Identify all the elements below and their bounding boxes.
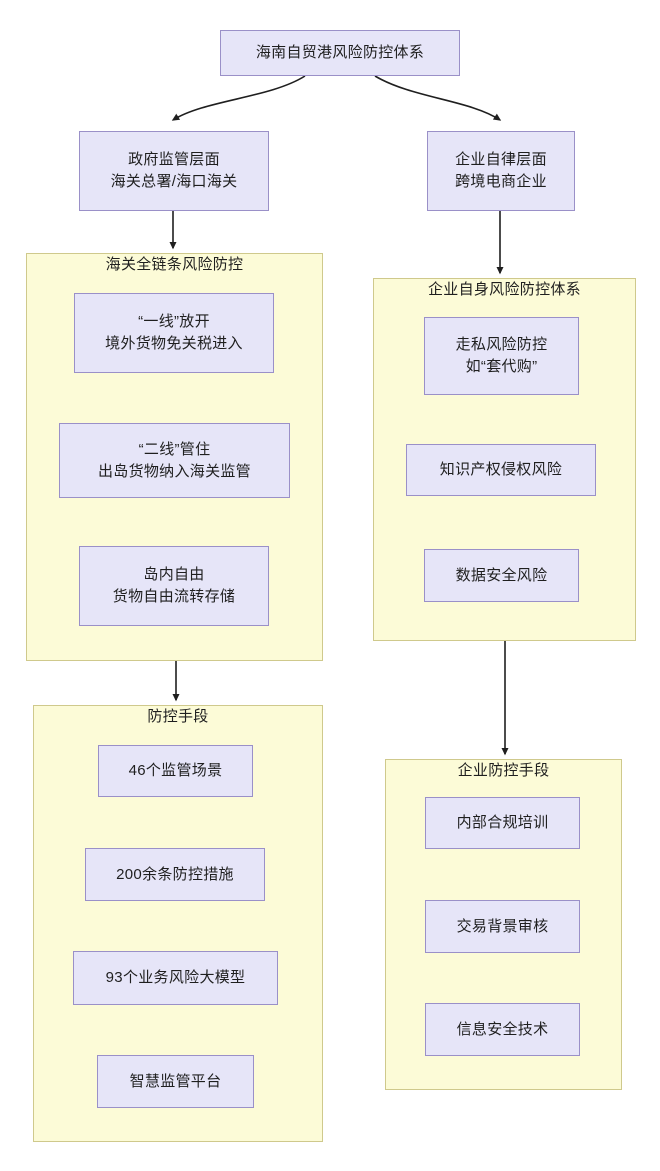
node-government-layer[interactable]: 政府监管层面 海关总署/海口海关: [79, 131, 269, 211]
node-first-line-open-line1: “一线”放开: [138, 313, 210, 331]
node-smuggling-risk[interactable]: 走私风险防控 如“套代购”: [424, 317, 579, 395]
group-enterprise-risk-system-title: 企业自身风险防控体系: [427, 281, 581, 298]
node-first-line-open[interactable]: “一线”放开 境外货物免关税进入: [74, 293, 274, 373]
node-enterprise-layer[interactable]: 企业自律层面 跨境电商企业: [427, 131, 575, 211]
node-ip-infringement-risk[interactable]: 知识产权侵权风险: [406, 444, 596, 496]
node-smart-regulatory-platform-label: 智慧监管平台: [129, 1072, 222, 1090]
node-island-free-line1: 岛内自由: [143, 566, 205, 584]
node-smuggling-risk-line1: 走私风险防控: [455, 336, 548, 354]
node-internal-compliance-training[interactable]: 内部合规培训: [425, 797, 580, 849]
node-46-scenarios-label: 46个监管场景: [128, 762, 223, 780]
node-root-label: 海南自贸港风险防控体系: [255, 44, 425, 62]
edge-root-to-enterprise: [374, 75, 502, 121]
node-data-security-risk-label: 数据安全风险: [455, 566, 548, 584]
node-smart-regulatory-platform[interactable]: 智慧监管平台: [97, 1055, 254, 1108]
node-information-security-technology[interactable]: 信息安全技术: [425, 1003, 580, 1056]
node-second-line-control-line1: “二线”管住: [138, 440, 211, 458]
node-200-measures[interactable]: 200余条防控措施: [85, 848, 265, 901]
node-second-line-control[interactable]: “二线”管住 出岛货物纳入海关监管: [59, 423, 290, 498]
node-island-free[interactable]: 岛内自由 货物自由流转存储: [79, 546, 269, 626]
node-enterprise-line1: 企业自律层面: [455, 151, 547, 169]
group-control-measures-title: 防控手段: [147, 708, 209, 725]
node-transaction-background-review[interactable]: 交易背景审核: [425, 900, 580, 953]
node-enterprise-line2: 跨境电商企业: [455, 173, 547, 190]
node-root[interactable]: 海南自贸港风险防控体系: [220, 30, 460, 76]
node-93-risk-models[interactable]: 93个业务风险大模型: [73, 951, 278, 1005]
node-first-line-open-line2: 境外货物免关税进入: [105, 335, 243, 352]
node-smuggling-risk-line2: 如“套代购”: [465, 358, 538, 375]
node-second-line-control-line2: 出岛货物纳入海关监管: [97, 462, 251, 480]
node-46-scenarios[interactable]: 46个监管场景: [98, 745, 253, 797]
node-200-measures-label: 200余条防控措施: [116, 865, 234, 883]
group-enterprise-measures-title: 企业防控手段: [457, 762, 550, 779]
node-data-security-risk[interactable]: 数据安全风险: [424, 549, 579, 602]
node-government-line2: 海关总署/海口海关: [110, 173, 238, 190]
node-ip-infringement-risk-label: 知识产权侵权风险: [439, 461, 563, 479]
edge-root-to-government: [171, 75, 306, 121]
node-internal-compliance-training-label: 内部合规培训: [456, 814, 549, 832]
group-customs-chain-title: 海关全链条风险防控: [105, 256, 244, 273]
node-island-free-line2: 货物自由流转存储: [112, 588, 236, 605]
node-93-risk-models-label: 93个业务风险大模型: [105, 969, 246, 987]
node-information-security-technology-label: 信息安全技术: [456, 1020, 549, 1038]
node-transaction-background-review-label: 交易背景审核: [456, 917, 549, 935]
node-government-line1: 政府监管层面: [128, 151, 220, 169]
